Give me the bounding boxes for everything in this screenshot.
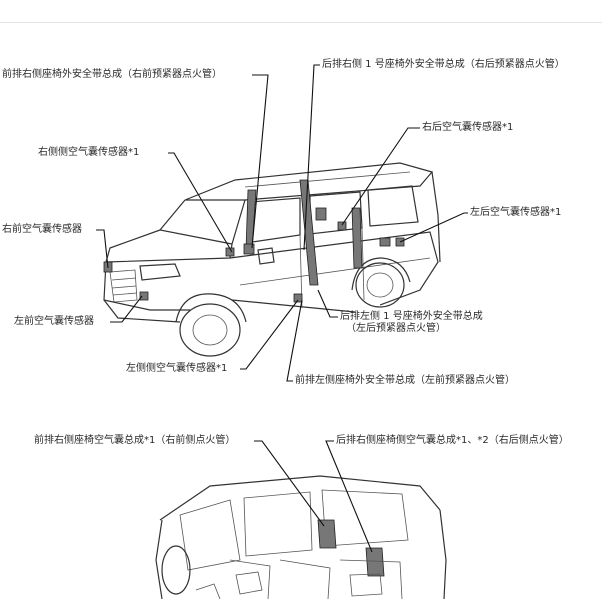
label-left-front-airbag-sensor: 左前空气囊传感器 xyxy=(14,316,94,327)
label-right-rear-airbag-sensor: 右后空气囊传感器*1 xyxy=(422,122,514,133)
top-bar xyxy=(0,0,602,23)
label-left-rear-airbag-sensor: 左后空气囊传感器*1 xyxy=(470,207,562,218)
label-rear-right-seat-side-airbag: 后排右侧座椅侧空气囊总成*1、*2（右后侧点火管） xyxy=(336,435,569,446)
leader-lines-bottom xyxy=(254,440,373,553)
label-rear-left-belt-line1: 后排左侧 1 号座椅外安全带总成 xyxy=(340,311,483,322)
leader-lines-top xyxy=(96,64,468,382)
label-right-side-airbag-sensor: 右侧侧空气囊传感器*1 xyxy=(38,147,140,158)
label-rear-left-belt-line2: （左后预紧器点火管） xyxy=(346,323,446,334)
label-left-side-airbag-sensor: 左侧侧空气囊传感器*1 xyxy=(126,363,228,374)
label-rear-right-belt: 后排右侧 1 号座椅外安全带总成（右后预紧器点火管） xyxy=(322,59,565,70)
label-front-right-belt: 前排右侧座椅外安全带总成（右前预紧器点火管） xyxy=(2,69,222,80)
label-front-right-seat-airbag: 前排右侧座椅空气囊总成*1（右前侧点火管） xyxy=(34,435,236,446)
suv-illustration-bottom xyxy=(155,475,447,599)
label-front-left-belt: 前排左侧座椅外安全带总成（左前预紧器点火管） xyxy=(295,375,515,386)
label-right-front-airbag-sensor: 右前空气囊传感器 xyxy=(2,224,82,235)
